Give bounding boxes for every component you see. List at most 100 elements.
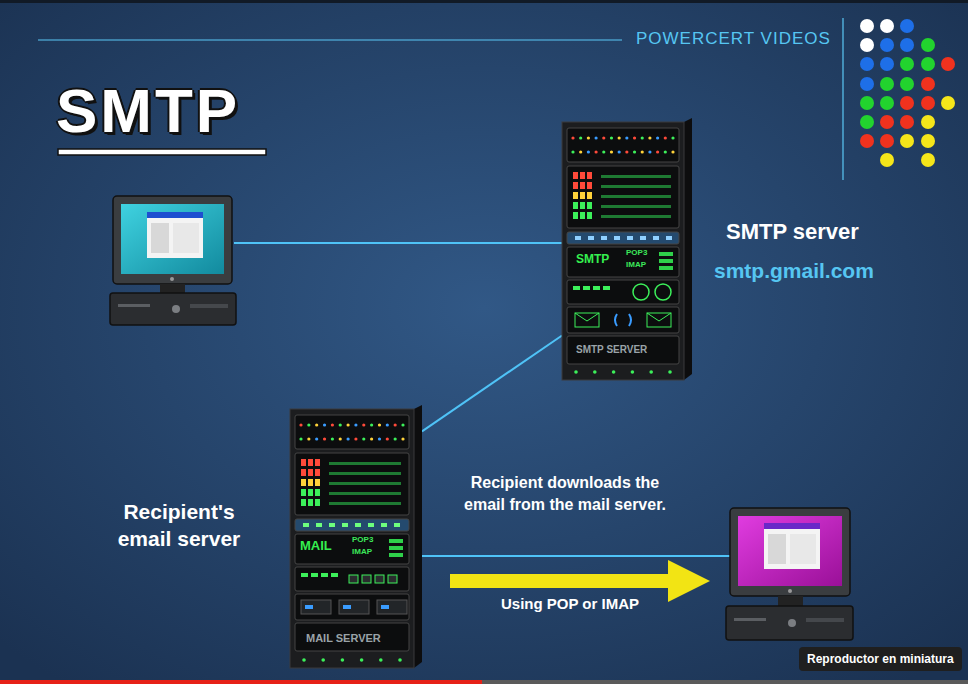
panel-label: IMAP [352, 548, 372, 556]
meter-bar [580, 202, 585, 209]
logo-dot [860, 77, 874, 91]
status-led [354, 437, 357, 440]
logo-rule [842, 18, 843, 180]
status-led [339, 423, 342, 426]
meter-bar [580, 182, 585, 189]
panel-label: IMAP [626, 261, 646, 269]
strip-light [653, 236, 659, 240]
monitor-screen [738, 516, 842, 586]
rack-panel [567, 307, 679, 333]
status-led [386, 423, 389, 426]
status-led [307, 437, 310, 440]
status-led [331, 423, 334, 426]
logo-dot [900, 57, 914, 71]
status-led [370, 423, 373, 426]
strip-light [303, 523, 309, 527]
meter-bar [573, 172, 578, 179]
status-led [378, 423, 381, 426]
protocol-bar [659, 252, 673, 256]
drive-led [381, 605, 389, 609]
strip-light [575, 236, 581, 240]
recipient-computer [726, 508, 853, 640]
monitor-screen [121, 204, 224, 274]
drive-bay [190, 304, 228, 308]
status-led [602, 136, 605, 139]
status-led [618, 150, 621, 153]
rack-side [414, 405, 422, 668]
status-led [362, 437, 365, 440]
logo-dot [921, 57, 935, 71]
meter-bar [301, 479, 306, 486]
online-led [321, 573, 328, 577]
meter-bar [315, 479, 320, 486]
base-led [668, 370, 672, 374]
desktop-case [110, 293, 236, 325]
status-led [656, 150, 659, 153]
base-led [649, 370, 653, 374]
logo-dot [941, 96, 955, 110]
meter-bar [573, 182, 578, 189]
status-led [587, 136, 590, 139]
panel-button [388, 575, 397, 583]
signal-icon [615, 314, 631, 326]
envelope-icon [575, 313, 599, 327]
logo-dot [860, 96, 874, 110]
server-hostname: smtp.gmail.com [714, 260, 874, 281]
status-led [401, 423, 404, 426]
base-led [631, 370, 635, 374]
online-led [573, 286, 580, 290]
status-led [641, 150, 644, 153]
panel-button [362, 575, 371, 583]
base-led [398, 658, 402, 662]
status-led [307, 423, 310, 426]
step-note: Recipient downloads the email from the m… [454, 472, 676, 517]
strip-light [316, 523, 322, 527]
protocol-bar [389, 539, 403, 543]
status-led [671, 136, 674, 139]
logo-dot [941, 57, 955, 71]
logo-dot [921, 38, 935, 52]
status-led [315, 437, 318, 440]
status-led [602, 150, 605, 153]
logo-dot [900, 134, 914, 148]
display-line [601, 215, 671, 218]
network-wire [234, 242, 562, 244]
display-line [329, 462, 401, 465]
drive-button [339, 600, 369, 614]
rack-panel [295, 534, 409, 564]
rack-body [562, 122, 684, 380]
status-led [299, 423, 302, 426]
meter-bar [308, 459, 313, 466]
meter-bar [315, 499, 320, 506]
status-led [323, 423, 326, 426]
rack-panel [295, 594, 409, 620]
strip-light [666, 236, 672, 240]
base-led [574, 370, 578, 374]
rack-panel [567, 232, 679, 244]
strip-light [342, 523, 348, 527]
protocol-note: Using POP or IMAP [470, 596, 670, 611]
status-led [664, 136, 667, 139]
title-underline [58, 149, 266, 155]
rack-panel [295, 623, 409, 651]
envelope-flap [575, 313, 599, 321]
status-led [323, 437, 326, 440]
status-led [571, 150, 574, 153]
strip-light [381, 523, 387, 527]
rack-panel [567, 166, 679, 228]
meter-bar [573, 202, 578, 209]
logo-dot [880, 77, 894, 91]
drive-led [305, 605, 313, 609]
monitor-frame [113, 196, 232, 284]
rack-panel [567, 247, 679, 277]
online-led [301, 573, 308, 577]
online-led [311, 573, 318, 577]
status-led [671, 150, 674, 153]
logo-dot [880, 19, 894, 33]
logo-dot [921, 96, 935, 110]
status-led [587, 150, 590, 153]
power-button [172, 305, 180, 313]
fan-icon [633, 284, 649, 300]
display-line [329, 472, 401, 475]
meter-bar [301, 489, 306, 496]
